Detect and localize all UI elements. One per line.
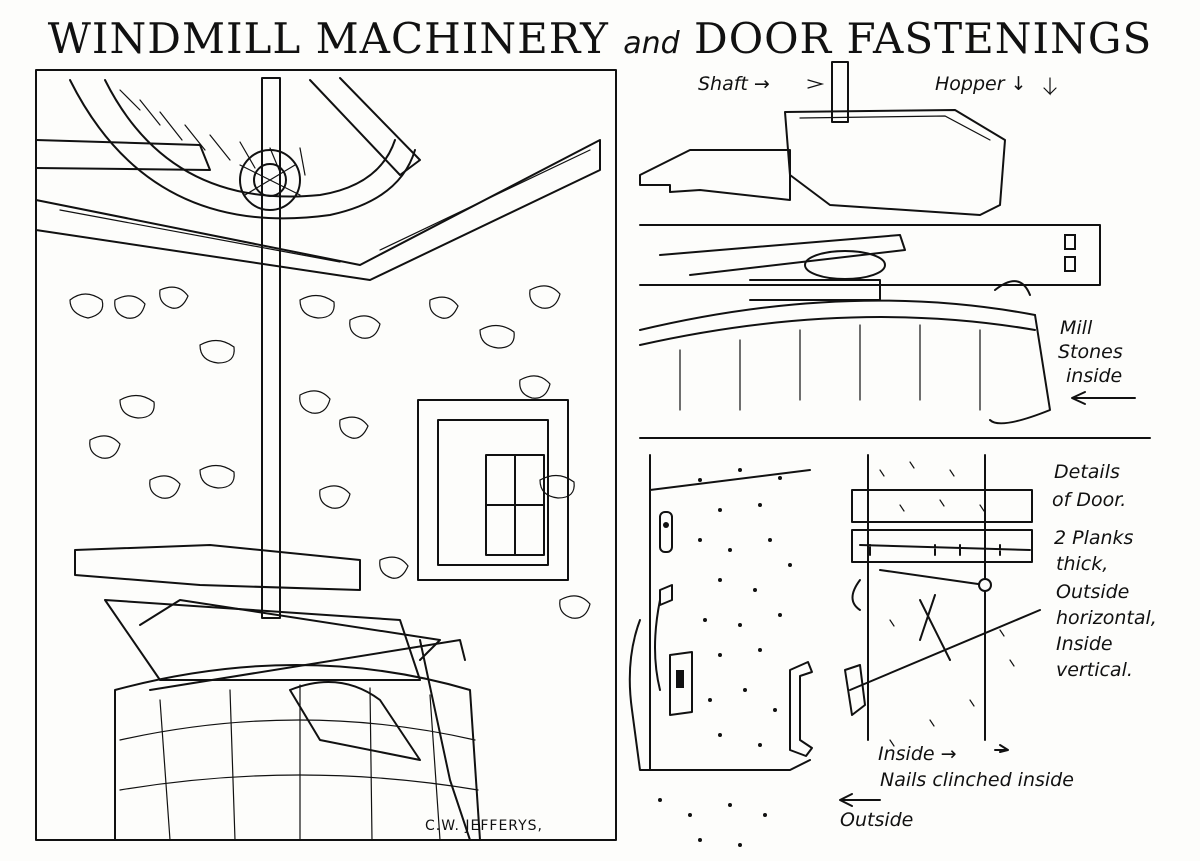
door-outside-illustration xyxy=(628,454,813,847)
mill-stones-label-2: Stones xyxy=(1058,341,1123,363)
outside-label: Outside xyxy=(840,809,914,831)
planks-label-2: thick, xyxy=(1056,553,1109,575)
mill-stones-label-3: inside xyxy=(1066,365,1123,387)
artist-signature: C.W. JEFFERYS, xyxy=(425,818,544,834)
details-label-1: Details xyxy=(1054,461,1120,483)
planks-label-3: Outside xyxy=(1056,581,1130,603)
planks-label-5: Inside xyxy=(1056,633,1113,655)
title-part-2: DOOR FASTENINGS xyxy=(694,14,1153,63)
nails-label: Nails clinched inside xyxy=(880,769,1074,791)
mill-interior-illustration xyxy=(35,69,617,841)
planks-label-4: horizontal, xyxy=(1056,607,1157,629)
details-label-2: of Door. xyxy=(1052,489,1127,511)
hopper-and-stones-illustration xyxy=(639,61,1136,425)
page-title: WINDMILL MACHINERY and DOOR FASTENINGS xyxy=(0,14,1200,63)
title-connector: and xyxy=(623,26,680,61)
shaft-label: Shaft → xyxy=(698,73,770,95)
door-inside-illustration xyxy=(839,454,1041,807)
planks-label-6: vertical. xyxy=(1056,659,1133,681)
title-part-1: WINDMILL MACHINERY xyxy=(47,14,609,63)
hopper-label: Hopper ↓ xyxy=(935,73,1027,95)
mill-stones-label-1: Mill xyxy=(1060,317,1093,339)
planks-label-1: 2 Planks xyxy=(1054,527,1134,549)
inside-label: Inside → xyxy=(878,743,957,765)
